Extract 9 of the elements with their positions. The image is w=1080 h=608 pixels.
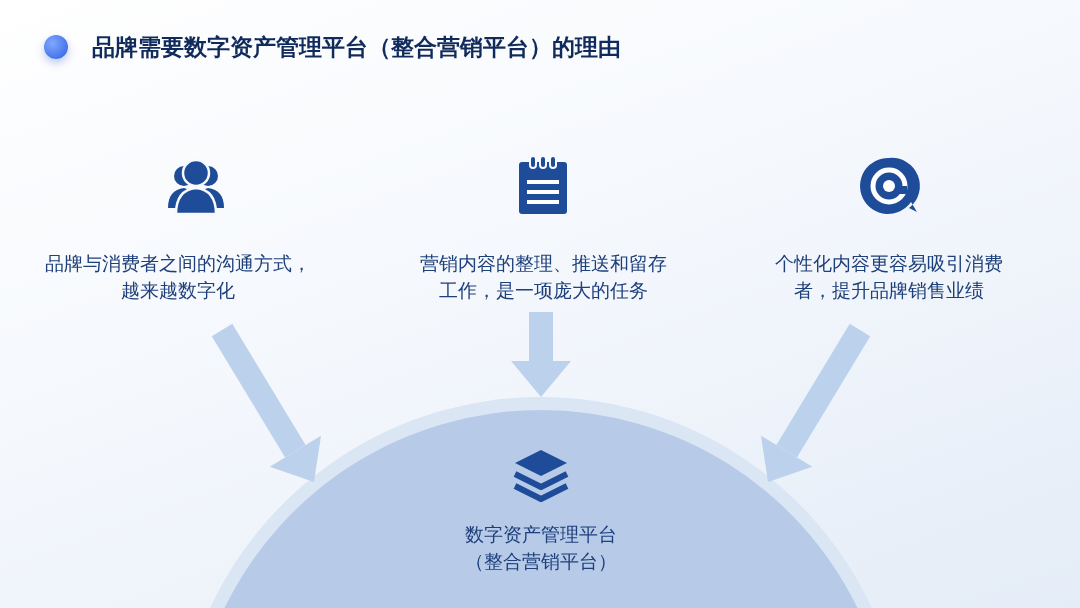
reason-text: 个性化内容更容易吸引消费者，提升品牌销售业绩 [767,250,1011,304]
dome-shape [210,397,872,608]
reason-text: 品牌与消费者之间的沟通方式，越来越数字化 [38,250,318,304]
arrow [761,323,871,482]
title: 品牌需要数字资产管理平台（整合营销平台）的理由 [92,33,621,62]
reason-text: 营销内容的整理、推送和留存工作，是一项庞大的任务 [412,250,674,304]
arrow [511,312,571,397]
arrow [211,323,321,482]
platform-label: 数字资产管理平台（整合营销平台） [464,522,618,574]
